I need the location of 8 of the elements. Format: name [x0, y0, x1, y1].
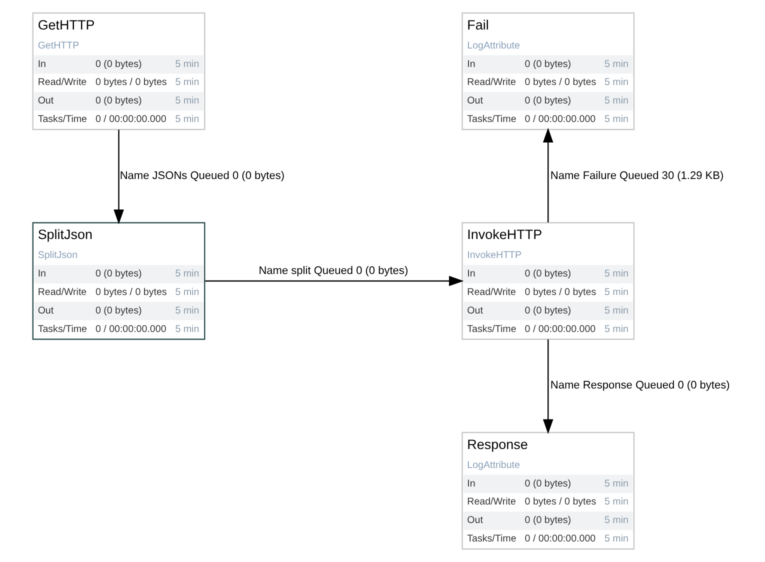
- arrow: [542, 128, 554, 222]
- arrow: [114, 130, 124, 224]
- edge-label: Name Response Queued 0 (0 bytes): [550, 380, 730, 392]
- edge-label: Name split Queued 0 (0 bytes): [258, 264, 408, 277]
- edge-label: Name JSONs Queued 0 (0 bytes): [120, 170, 285, 182]
- arrow: [542, 339, 554, 434]
- arrow: [205, 276, 464, 286]
- edge-label: Name Failure Queued 30 (1.29 KB): [550, 170, 724, 182]
